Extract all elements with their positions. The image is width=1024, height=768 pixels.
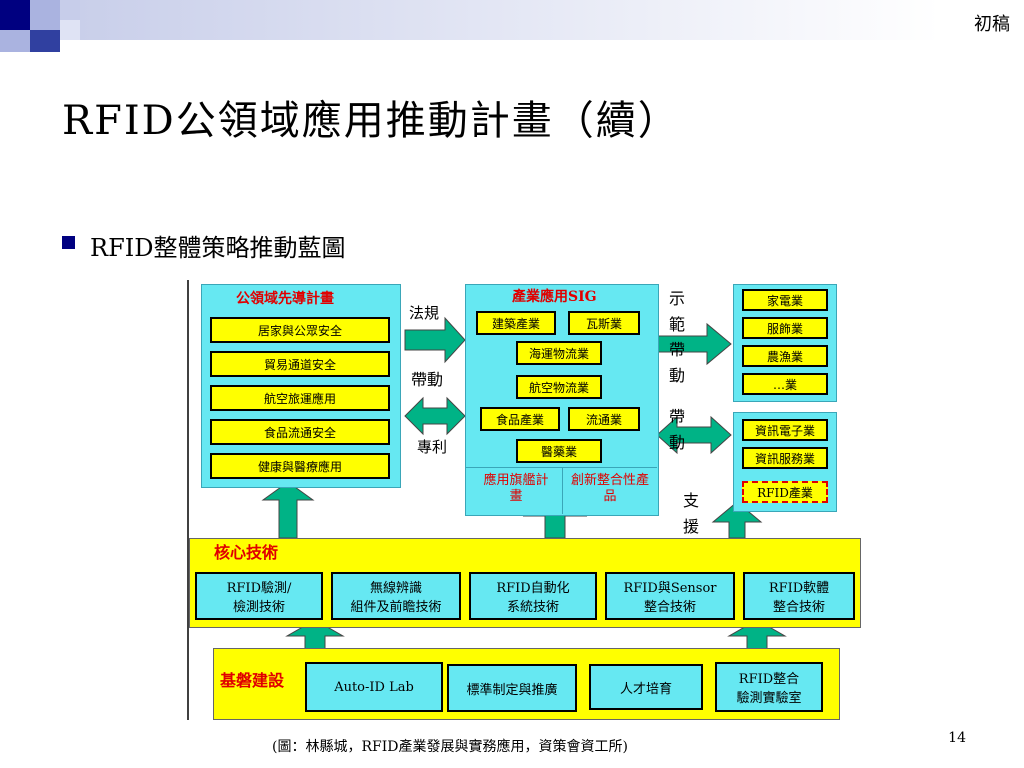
bullet-square-icon xyxy=(62,236,75,249)
slide-title: RFID公領域應用推動計畫（續） xyxy=(62,98,680,144)
infrastructure-title: 基磐建設 xyxy=(220,671,285,690)
label-support: 支援 xyxy=(683,491,700,536)
public-item: 貿易通道安全 xyxy=(210,351,390,377)
decor-square xyxy=(30,0,60,30)
label-drive: 帶動 xyxy=(411,370,444,389)
industries-b-panel: 資訊電子業 資訊服務業 RFID產業 xyxy=(733,412,837,512)
core-tech-title: 核心技術 xyxy=(214,543,279,562)
decor-square xyxy=(30,30,60,52)
up-arrow-icon xyxy=(711,501,763,539)
infra-item: 人才培育 xyxy=(589,664,703,710)
innovation-product: 創新整合性產品 xyxy=(570,473,649,504)
public-sector-panel: 公領域先導計畫 居家與公眾安全 貿易通道安全 航空旅運應用 食品流通安全 健康與… xyxy=(201,284,401,488)
up-arrow-icon xyxy=(261,481,315,539)
infra-item: RFID整合 驗測實驗室 xyxy=(715,662,823,712)
public-item: 居家與公眾安全 xyxy=(210,317,390,343)
label-law: 法規 xyxy=(409,304,440,322)
industry-item-rfid: RFID產業 xyxy=(742,481,828,503)
core-tech-item: RFID驗測/ 檢測技術 xyxy=(195,572,323,620)
sig-item: 流通業 xyxy=(568,407,640,431)
infra-item: Auto-ID Lab xyxy=(305,662,443,712)
decor-square xyxy=(60,20,80,40)
double-arrow-icon xyxy=(656,415,732,455)
industry-sig-panel: 產業應用SIG 建築產業 瓦斯業 海運物流業 航空物流業 食品產業 流通業 醫藥… xyxy=(465,284,659,516)
bullet-text: RFID整體策略推動藍圖 xyxy=(90,234,346,262)
industry-item: …業 xyxy=(742,373,828,395)
sig-divider xyxy=(562,467,563,514)
right-arrow-icon xyxy=(656,322,732,366)
up-arrow-icon xyxy=(285,619,345,651)
core-tech-item: RFID自動化 系統技術 xyxy=(469,572,597,620)
sig-item: 瓦斯業 xyxy=(568,311,640,335)
sig-item: 醫藥業 xyxy=(516,439,602,463)
draft-label: 初稿 xyxy=(974,14,1010,35)
core-tech-item: RFID軟體 整合技術 xyxy=(743,572,855,620)
arrows-layer xyxy=(187,280,787,720)
decor-square xyxy=(60,0,80,20)
label-patent: 專利 xyxy=(417,438,448,456)
double-arrow-icon xyxy=(404,396,466,436)
up-arrow-icon xyxy=(727,619,787,651)
public-item: 食品流通安全 xyxy=(210,419,390,445)
public-item: 健康與醫療應用 xyxy=(210,453,390,479)
sig-item: 食品產業 xyxy=(480,407,560,431)
sig-item: 航空物流業 xyxy=(516,375,602,399)
sig-item: 建築產業 xyxy=(476,311,556,335)
industry-item: 資訊電子業 xyxy=(742,419,828,441)
industry-item: 資訊服務業 xyxy=(742,447,828,469)
sig-title: 產業應用SIG xyxy=(512,289,597,305)
industries-a-panel: 家電業 服飾業 農漁業 …業 xyxy=(733,284,837,402)
flagship-plan: 應用旗艦計畫 xyxy=(483,473,549,504)
right-arrow-icon xyxy=(404,316,466,364)
label-demo: 示範帶動 xyxy=(669,289,686,385)
sig-divider xyxy=(466,467,657,468)
industry-item: 服飾業 xyxy=(742,317,828,339)
strategy-diagram: 公領域先導計畫 居家與公眾安全 貿易通道安全 航空旅運應用 食品流通安全 健康與… xyxy=(187,280,861,720)
header-rule xyxy=(80,0,940,40)
label-drive-2: 帶動 xyxy=(669,407,686,452)
decor-square xyxy=(0,30,30,52)
public-item: 航空旅運應用 xyxy=(210,385,390,411)
public-sector-title: 公領域先導計畫 xyxy=(236,291,334,307)
infra-item: 標準制定與推廣 xyxy=(447,664,577,712)
core-tech-item: 無線辨識 組件及前瞻技術 xyxy=(331,572,461,620)
industry-item: 農漁業 xyxy=(742,345,828,367)
sig-item: 海運物流業 xyxy=(516,341,602,365)
core-tech-item: RFID與Sensor 整合技術 xyxy=(605,572,735,620)
decor-square xyxy=(0,0,30,30)
page-number: 14 xyxy=(948,730,966,746)
figure-caption: (圖：林縣城，RFID產業發展與實務應用，資策會資工所) xyxy=(272,739,628,755)
industry-item: 家電業 xyxy=(742,289,828,311)
